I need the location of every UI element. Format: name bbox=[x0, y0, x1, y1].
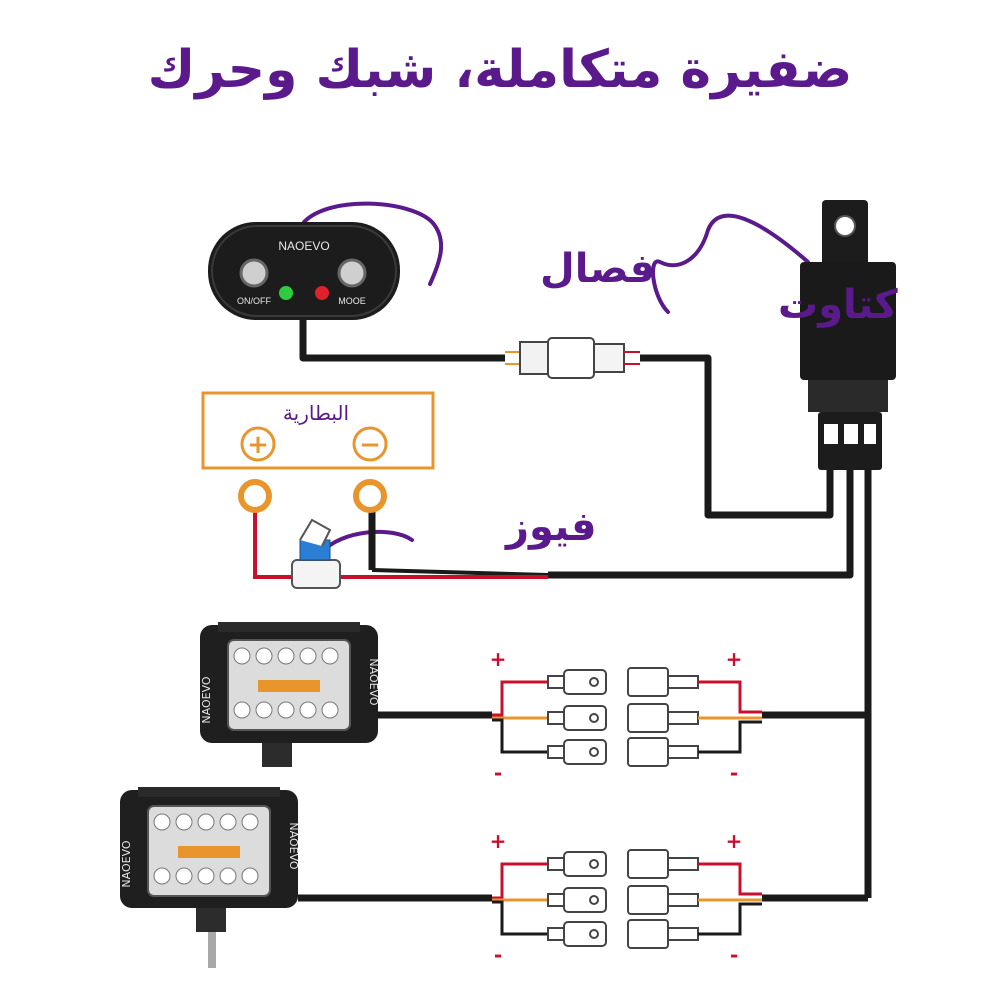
green-indicator-light bbox=[279, 286, 293, 300]
connector-harness-1 bbox=[492, 667, 762, 767]
mode-label: MOOE bbox=[338, 296, 366, 306]
page-title: ضفيرة متكاملة، شبك وحرك bbox=[147, 40, 853, 100]
light-2-leds bbox=[153, 813, 259, 885]
fuse-label: فيوز bbox=[504, 504, 597, 550]
light-1-brand: NAOEVO bbox=[200, 676, 213, 724]
power-wire bbox=[548, 470, 854, 579]
light-2-brand: NAOEVO bbox=[120, 840, 133, 888]
switch-panel[interactable] bbox=[208, 222, 400, 320]
harness1-right-plus: + bbox=[726, 647, 743, 671]
harness2-left-plus: + bbox=[490, 829, 507, 853]
mode-button[interactable] bbox=[337, 258, 367, 288]
battery-positive-sign: + bbox=[247, 430, 269, 460]
black-wires bbox=[298, 318, 872, 902]
harness1-right-minus: - bbox=[730, 761, 738, 785]
relay[interactable] bbox=[800, 200, 896, 470]
switch-callout-line bbox=[302, 201, 444, 286]
red-indicator-light bbox=[315, 286, 329, 300]
led-light-1 bbox=[200, 622, 378, 767]
battery-negative-sign: − bbox=[359, 430, 381, 460]
battery-positive-terminal bbox=[240, 426, 276, 462]
inline-connector[interactable] bbox=[505, 337, 640, 379]
light-2-brand-right: NAOEVO bbox=[287, 822, 300, 870]
harness2-right-plus: + bbox=[726, 829, 743, 853]
relay-label: كتاوت bbox=[778, 282, 898, 328]
negative-ring-terminal bbox=[353, 479, 387, 513]
battery-frame bbox=[201, 391, 435, 470]
harness2-right-minus: - bbox=[730, 943, 738, 967]
positive-ring-terminal bbox=[238, 479, 272, 513]
connector-harness-2 bbox=[492, 849, 762, 949]
relay-mount-hole bbox=[834, 215, 856, 237]
light-1-leds bbox=[233, 647, 339, 719]
switch-label: فصال bbox=[540, 246, 655, 292]
negative-wire-thin bbox=[371, 568, 549, 577]
battery-negative-terminal bbox=[352, 426, 388, 462]
relay-signal-wire bbox=[640, 354, 834, 519]
switch-wire bbox=[299, 318, 505, 362]
fuse-holder[interactable] bbox=[291, 518, 341, 589]
on-off-label: ON/OFF bbox=[237, 296, 271, 306]
positive-red-wire bbox=[253, 512, 548, 579]
harness1-left-minus: - bbox=[494, 761, 502, 785]
on-off-button[interactable] bbox=[239, 258, 269, 288]
switch-brand: NAOEVO bbox=[278, 239, 329, 253]
light-1-brand-right: NAOEVO bbox=[367, 658, 380, 706]
fuse-callout-line bbox=[320, 529, 414, 554]
harness2-left-minus: - bbox=[494, 943, 502, 967]
battery-label: البطارية bbox=[283, 401, 349, 425]
relay-callout-line bbox=[651, 213, 810, 314]
harness1-left-plus: + bbox=[490, 647, 507, 671]
